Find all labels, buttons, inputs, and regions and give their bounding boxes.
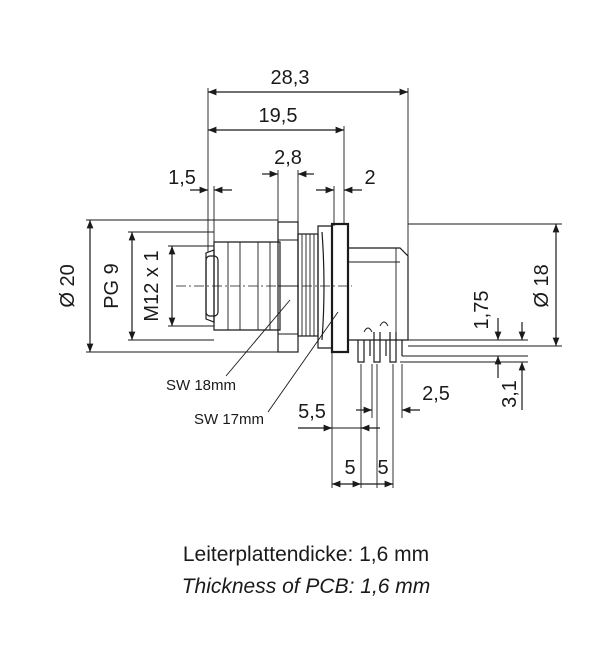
extension-lines: [86, 88, 562, 488]
connector-body: [205, 221, 409, 363]
dim-offset-5-5: 5,5: [298, 401, 326, 423]
label-wrench-18: SW 18mm: [166, 377, 236, 394]
caption-german: Leiterplattendicke: 1,6 mm: [182, 543, 430, 566]
dim-thread-m12: M12 x 1: [141, 250, 163, 321]
dim-height-1-75: 1,75: [471, 291, 493, 330]
dim-width-2-8: 2,8: [274, 147, 302, 169]
dim-pitch-5-b: 5: [377, 457, 388, 479]
caption-english: Thickness of PCB: 1,6 mm: [181, 575, 431, 598]
dim-diameter-20: Ø 20: [57, 264, 79, 307]
dim-width-2: 2: [364, 167, 375, 189]
dimension-lines: [86, 88, 560, 488]
dim-diameter-18: Ø 18: [531, 264, 553, 307]
dim-pitch-2-5: 2,5: [422, 383, 450, 405]
dim-overall-length: 28,3: [271, 67, 310, 89]
label-wrench-17: SW 17mm: [194, 411, 264, 428]
dim-height-3-1: 3,1: [499, 380, 521, 408]
dim-width-1-5: 1,5: [168, 167, 196, 189]
dim-thread-pg9: PG 9: [101, 263, 123, 309]
dim-pitch-5-a: 5: [344, 457, 355, 479]
dim-length-to-flange: 19,5: [259, 105, 298, 127]
